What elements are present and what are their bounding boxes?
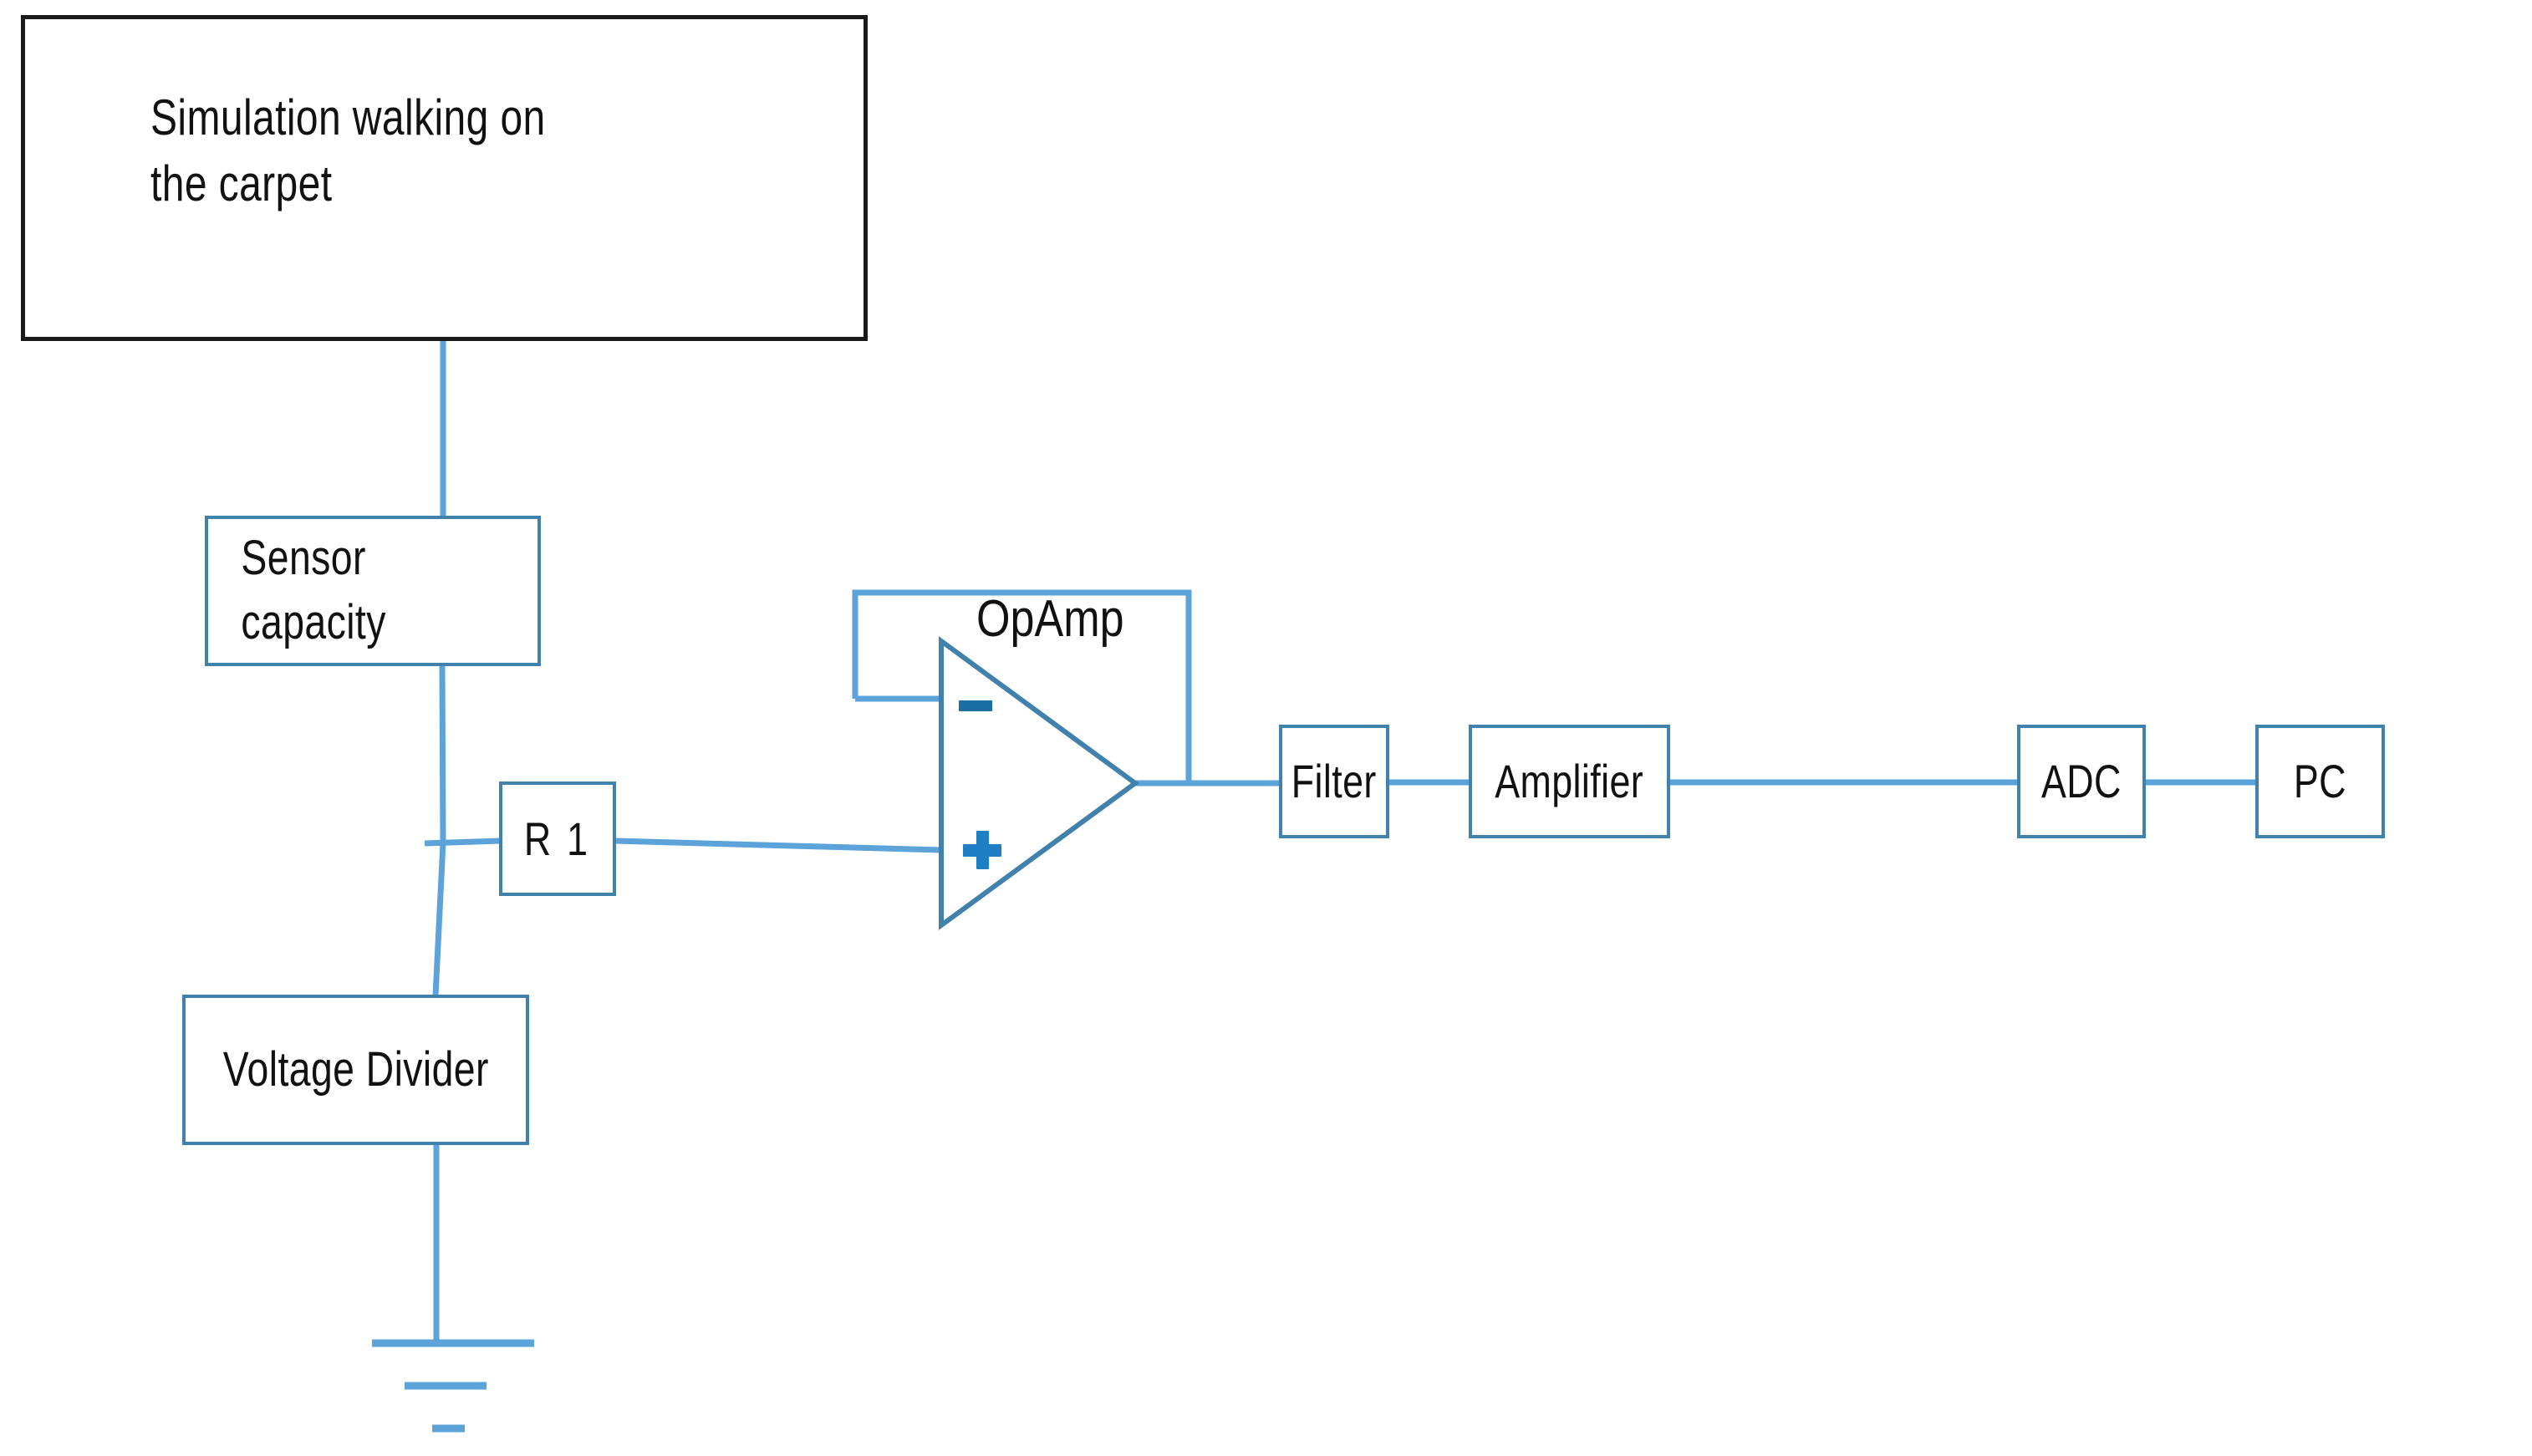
block-amplifier[interactable]: Amplifier <box>1469 725 1670 838</box>
block-sensor-capacity[interactable]: Sensor capacity <box>205 516 541 666</box>
wire-junction-to-r1 <box>424 837 502 847</box>
block-voltage-divider[interactable]: Voltage Divider <box>182 995 529 1145</box>
block-pc[interactable]: PC <box>2255 725 2385 838</box>
ground-icon <box>372 1339 534 1433</box>
block-label-opamp: OpAmp <box>976 590 1124 648</box>
block-label-filter: Filter <box>1291 755 1377 808</box>
block-resistor-r1[interactable]: R 1 <box>499 781 616 896</box>
block-label-resistor-r1: R 1 <box>524 812 591 865</box>
block-label-pc: PC <box>2293 755 2347 808</box>
block-label-amplifier: Amplifier <box>1495 755 1644 808</box>
opamp-noninverting-input-icon <box>963 831 1001 869</box>
block-label-sensor-capacity: Sensor capacity <box>241 531 386 649</box>
opamp-triangle <box>939 636 1140 930</box>
block-label-adc: ADC <box>2041 755 2122 808</box>
wire-r1-to-opamp-plus <box>614 837 942 853</box>
block-label-simulation-source: Simulation walking on the carpet <box>150 89 546 212</box>
wire-junction-to-divider <box>432 843 446 996</box>
block-filter[interactable]: Filter <box>1279 725 1389 838</box>
block-label-voltage-divider: Voltage Divider <box>222 1041 489 1097</box>
wire-sensor-to-junction <box>439 664 446 844</box>
block-simulation-source[interactable]: Simulation walking on the carpet <box>21 15 868 341</box>
block-adc[interactable]: ADC <box>2017 725 2146 838</box>
opamp-inverting-input-icon <box>959 700 992 711</box>
